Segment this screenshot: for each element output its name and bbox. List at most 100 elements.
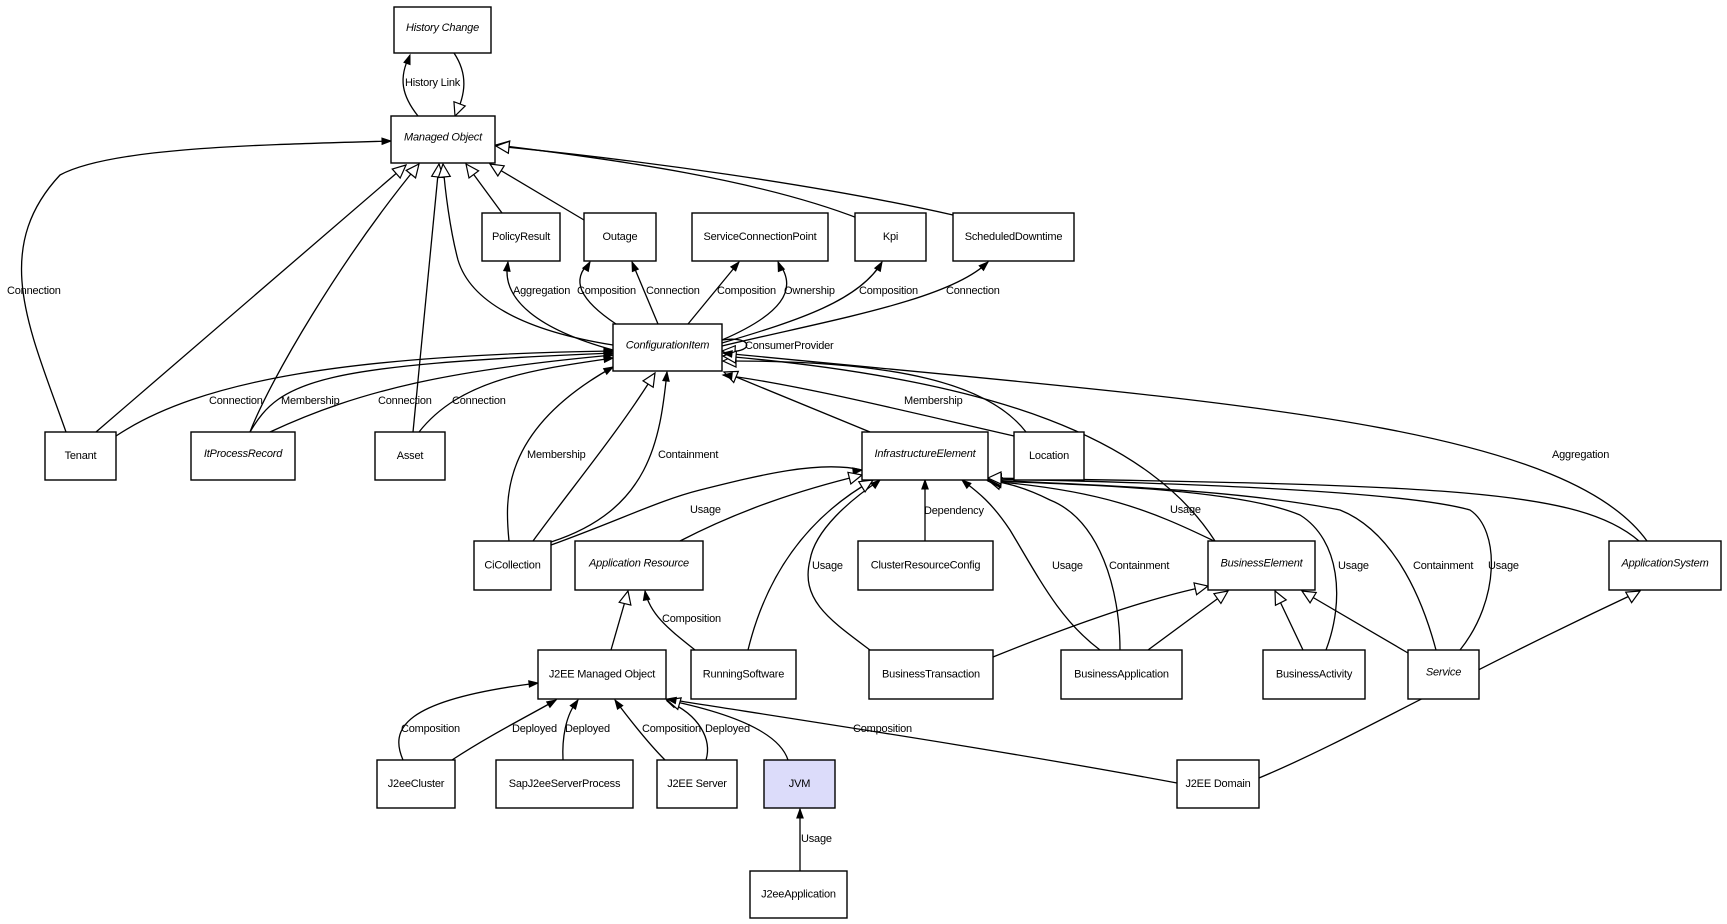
class-box[interactable] (44, 431, 117, 481)
class-node-sap-j2ee-server-process[interactable]: SapJ2eeServerProcess (495, 759, 634, 809)
class-node-kpi[interactable]: Kpi (854, 212, 927, 262)
class-name: History Change (406, 22, 479, 34)
edge-configuration-item-to-service-connection-point (687, 261, 740, 325)
class-box[interactable] (854, 212, 927, 262)
edge-j2ee-cluster-to-j2ee-managed-object (451, 699, 557, 761)
edge-configuration-item-to-policy-result (506, 261, 614, 351)
class-node-history-change[interactable]: History Change (393, 6, 492, 54)
class-box[interactable] (481, 212, 561, 262)
class-box[interactable] (857, 540, 994, 591)
association-arrowhead (852, 467, 864, 475)
class-box[interactable] (1060, 649, 1183, 700)
edge-label: Connection (378, 395, 432, 407)
edge-label: Composition (717, 285, 776, 297)
association-arrowhead (873, 260, 883, 273)
generalization-arrowhead (1274, 589, 1288, 607)
edge-location-to-configuration-item (722, 374, 1015, 437)
class-box[interactable] (390, 115, 496, 164)
edge-tenant-to-managed-object (95, 164, 407, 433)
class-node-cluster-resource-config[interactable]: ClusterResourceConfig (857, 540, 994, 591)
class-box[interactable] (1407, 649, 1480, 700)
association-arrowhead (569, 698, 579, 711)
edge-label: Aggregation (513, 285, 570, 297)
class-box[interactable] (1013, 431, 1085, 481)
class-node-running-software[interactable]: RunningSoftware (690, 649, 797, 700)
class-node-scheduled-downtime[interactable]: ScheduledDowntime (952, 212, 1075, 262)
class-box[interactable] (763, 759, 836, 809)
class-node-application-system[interactable]: ApplicationSystem (1608, 540, 1722, 591)
class-box[interactable] (190, 431, 296, 481)
class-box[interactable] (690, 649, 797, 700)
class-name: ApplicationSystem (1620, 558, 1708, 570)
class-name: Kpi (883, 231, 898, 243)
class-node-business-element[interactable]: BusinessElement (1207, 540, 1316, 591)
class-name: BusinessApplication (1074, 669, 1169, 681)
class-node-j2ee-domain[interactable]: J2EE Domain (1176, 759, 1260, 809)
edge-label: History Link (405, 77, 461, 89)
class-node-infrastructure-element[interactable]: InfrastructureElement (861, 431, 989, 481)
class-box[interactable] (691, 212, 829, 262)
edge-application-system-to-infrastructure-element (987, 477, 1640, 542)
class-node-service-connection-point[interactable]: ServiceConnectionPoint (691, 212, 829, 262)
class-node-business-application[interactable]: BusinessApplication (1060, 649, 1183, 700)
class-box[interactable] (537, 649, 667, 700)
class-node-configuration-item[interactable]: ConfigurationItem (612, 323, 723, 372)
class-name: BusinessTransaction (882, 669, 980, 681)
class-node-asset[interactable]: Asset (374, 431, 446, 481)
class-box[interactable] (749, 870, 848, 919)
class-node-application-resource[interactable]: Application Resource (574, 540, 704, 591)
class-name: ConfigurationItem (626, 340, 709, 352)
generalization-arrowhead (453, 100, 467, 118)
class-node-ci-collection[interactable]: CiCollection (473, 540, 552, 591)
class-box[interactable] (1262, 649, 1366, 700)
class-node-jvm[interactable]: JVM (763, 759, 836, 809)
edge-label: Composition (401, 723, 460, 735)
class-box[interactable] (473, 540, 552, 591)
edge-label: Composition (662, 613, 721, 625)
class-node-managed-object[interactable]: Managed Object (390, 115, 496, 164)
class-node-j2ee-application[interactable]: J2eeApplication (749, 870, 848, 919)
edge-service-to-infrastructure-element (987, 479, 1437, 651)
class-box[interactable] (583, 212, 657, 262)
class-box[interactable] (952, 212, 1075, 262)
class-node-it-process-record[interactable]: ItProcessRecord (190, 431, 296, 481)
edge-business-transaction-to-infrastructure-element (807, 479, 881, 651)
class-name: J2EE Server (667, 778, 727, 790)
generalization-arrowhead (857, 479, 875, 494)
class-box[interactable] (1608, 540, 1722, 591)
class-box[interactable] (861, 431, 989, 481)
class-box[interactable] (495, 759, 634, 809)
class-box[interactable] (393, 6, 492, 54)
class-node-business-activity[interactable]: BusinessActivity (1262, 649, 1366, 700)
association-arrowhead (729, 260, 740, 272)
association-arrowhead (960, 479, 972, 490)
edge-label: Usage (812, 560, 843, 572)
class-box[interactable] (574, 540, 704, 591)
edge-label: Membership (904, 395, 963, 407)
class-node-j2ee-server[interactable]: J2EE Server (656, 759, 738, 809)
class-node-j2ee-cluster[interactable]: J2eeCluster (376, 759, 456, 809)
class-node-j2ee-managed-object[interactable]: J2EE Managed Object (537, 649, 667, 700)
class-box[interactable] (374, 431, 446, 481)
association-arrowhead (502, 260, 511, 272)
class-box[interactable] (1207, 540, 1316, 591)
class-node-service[interactable]: Service (1407, 649, 1480, 700)
edge-label: Membership (527, 449, 586, 461)
class-node-outage[interactable]: Outage (583, 212, 657, 262)
class-node-tenant[interactable]: Tenant (44, 431, 117, 481)
edge-label: Connection (209, 395, 263, 407)
edge-j2ee-domain-to-j2ee-managed-object (666, 698, 1178, 784)
class-box[interactable] (376, 759, 456, 809)
class-name: SapJ2eeServerProcess (509, 778, 621, 790)
edge-label: Ownership (784, 285, 835, 297)
class-box[interactable] (656, 759, 738, 809)
class-box[interactable] (1176, 759, 1260, 809)
class-name: Location (1029, 450, 1069, 462)
class-box[interactable] (612, 323, 723, 372)
edge-label: Composition (859, 285, 918, 297)
class-node-business-transaction[interactable]: BusinessTransaction (868, 649, 994, 700)
class-box[interactable] (868, 649, 994, 700)
class-node-policy-result[interactable]: PolicyResult (481, 212, 561, 262)
class-node-location[interactable]: Location (1013, 431, 1085, 481)
